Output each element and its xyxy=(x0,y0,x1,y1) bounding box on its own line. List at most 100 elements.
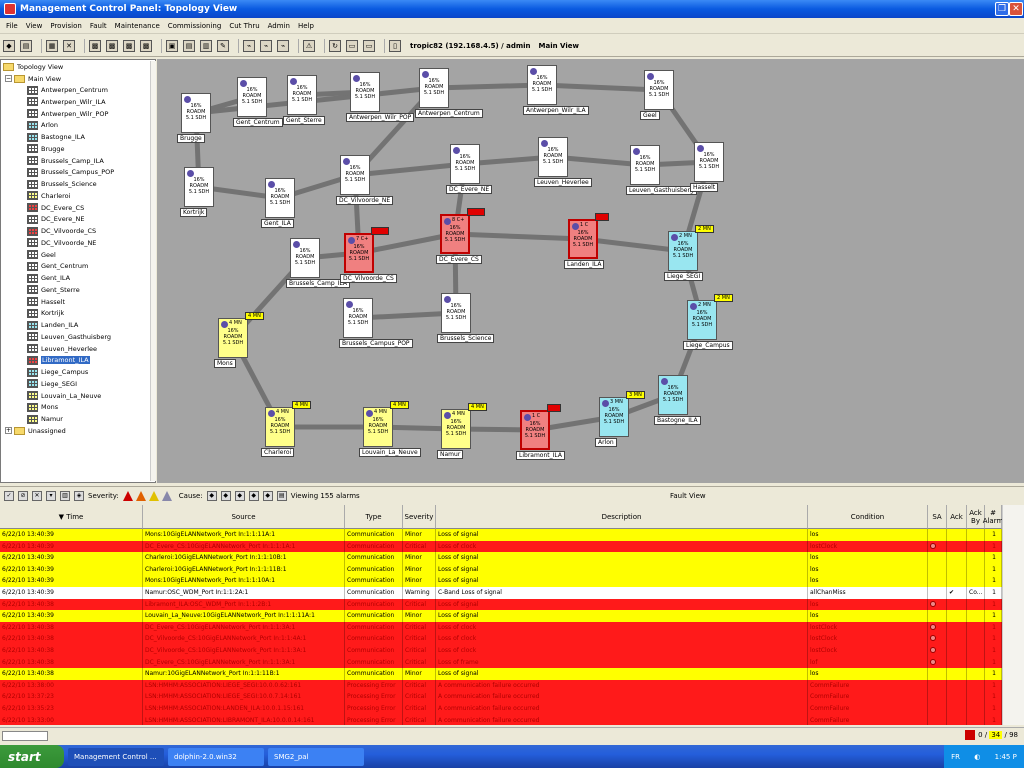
column-header-description[interactable]: Description xyxy=(436,505,808,529)
column-header--alarm[interactable]: # Alarm xyxy=(983,505,1002,529)
grid-icon[interactable]: ▩ xyxy=(89,39,101,52)
tree-scrollbar[interactable] xyxy=(150,61,156,481)
node-label[interactable]: Arlon xyxy=(595,438,617,447)
save-icon[interactable]: ▤ xyxy=(183,39,195,52)
tree-item-dc-vilvoorde-ne[interactable]: DC_Vilvoorde_NE xyxy=(27,237,96,249)
tree-item-gent-ila[interactable]: Gent_ILA xyxy=(27,272,70,284)
refresh-icon[interactable]: ↻ xyxy=(329,39,341,52)
node-label[interactable]: Charleroi xyxy=(261,448,295,457)
column-header-ack-by[interactable]: Ack By xyxy=(967,505,985,529)
link-add-icon[interactable]: ⌁ xyxy=(260,39,272,52)
column-header-severity[interactable]: Severity xyxy=(403,505,436,529)
node-label[interactable]: Mons xyxy=(214,359,236,368)
alarm-flag[interactable]: 4 MN xyxy=(245,312,264,320)
collapse-icon[interactable]: − xyxy=(5,75,12,83)
warning-icon[interactable]: ⚠ xyxy=(303,39,315,52)
column-header-time[interactable]: ▼ Time xyxy=(0,505,143,529)
language-indicator[interactable]: FR xyxy=(951,752,961,761)
node-label[interactable]: Gent_Sterre xyxy=(283,116,325,125)
print-icon[interactable]: ▣ xyxy=(166,39,178,52)
node-label[interactable]: Brussels_Campus_POP xyxy=(339,339,413,348)
table-scrollbar[interactable] xyxy=(1002,505,1024,725)
node-label[interactable]: Liege_Campus xyxy=(683,341,733,350)
node-label[interactable]: Leuven_Gasthuisberg xyxy=(626,186,697,195)
grid-remove-icon[interactable]: ▩ xyxy=(140,39,152,52)
menu-commissioning[interactable]: Commissioning xyxy=(167,21,222,30)
menu-view[interactable]: View xyxy=(25,21,43,30)
column-header-source[interactable]: Source xyxy=(143,505,345,529)
tree-root[interactable]: Topology View xyxy=(3,61,63,73)
node-label[interactable]: Brussels_Camp_ILA xyxy=(286,279,350,288)
node-label[interactable]: DC_Vilvoorde_NE xyxy=(336,196,394,205)
node-label[interactable]: DC_Evere_CS xyxy=(436,255,482,264)
restore-button[interactable]: ❐ xyxy=(995,2,1009,16)
node-label[interactable]: Antwerpen_Wilr_POP xyxy=(346,113,415,122)
tree-item-liege-segi[interactable]: Liege_SEGI xyxy=(27,378,77,390)
node-label[interactable]: Landen_ILA xyxy=(564,260,605,269)
alarm-flag[interactable]: 4 MN xyxy=(292,401,311,409)
minor-filter-icon[interactable] xyxy=(148,490,159,501)
node-label[interactable]: Gent_Centrum xyxy=(233,118,283,127)
properties-icon[interactable]: ▦ xyxy=(46,39,58,52)
tree-main-view[interactable]: −Main View xyxy=(5,73,61,85)
alarm-flag[interactable]: 7 C+ xyxy=(371,227,390,235)
tree-item-gent-centrum[interactable]: Gent_Centrum xyxy=(27,261,88,273)
cause-comm-icon[interactable]: ◆ xyxy=(206,490,217,501)
menu-cut-thru[interactable]: Cut Thru xyxy=(229,21,260,30)
link-icon[interactable]: ⌁ xyxy=(243,39,255,52)
tree-item-arlon[interactable]: Arlon xyxy=(27,120,58,132)
node-label[interactable]: DC_Vilvoorde_CS xyxy=(340,274,397,283)
start-button[interactable]: start xyxy=(0,745,64,768)
tree-item-antwerpen-centrum[interactable]: Antwerpen_Centrum xyxy=(27,84,108,96)
node-label[interactable]: Bastogne_ILA xyxy=(654,416,701,425)
monitor-icon[interactable]: ▭ xyxy=(346,39,358,52)
menu-admin[interactable]: Admin xyxy=(267,21,290,30)
column-header-type[interactable]: Type xyxy=(345,505,403,529)
remove-icon[interactable]: ✕ xyxy=(32,490,42,501)
network-icon[interactable]: ◐ xyxy=(974,752,981,761)
document-icon[interactable]: ▯ xyxy=(389,39,401,52)
display-icon[interactable]: ▭ xyxy=(363,39,375,52)
grid-edit-icon[interactable]: ▩ xyxy=(123,39,135,52)
tree-item-leuven-gasthuisberg[interactable]: Leuven_Gasthuisberg xyxy=(27,331,111,343)
menu-file[interactable]: File xyxy=(6,21,18,30)
tree-item-landen-ila[interactable]: Landen_ILA xyxy=(27,319,78,331)
close-button[interactable]: ✕ xyxy=(1009,2,1023,16)
node-label[interactable]: Geel xyxy=(640,111,660,120)
cause-equip-icon[interactable]: ◆ xyxy=(220,490,231,501)
view-alarms-icon[interactable]: ▤ xyxy=(276,490,287,501)
tree-item-liege-campus[interactable]: Liege_Campus xyxy=(27,366,88,378)
major-filter-icon[interactable] xyxy=(135,490,146,501)
grid-add-icon[interactable]: ▩ xyxy=(106,39,118,52)
cause-env-icon[interactable]: ◆ xyxy=(234,490,245,501)
login-icon[interactable]: ▤ xyxy=(20,39,32,52)
tree-item-antwerpen-wilr-pop[interactable]: Antwerpen_Wilr_POP xyxy=(27,108,108,120)
columns-icon[interactable]: ▥ xyxy=(60,490,70,501)
alarm-flag[interactable]: 4 MN xyxy=(390,401,409,409)
menu-fault[interactable]: Fault xyxy=(89,21,107,30)
